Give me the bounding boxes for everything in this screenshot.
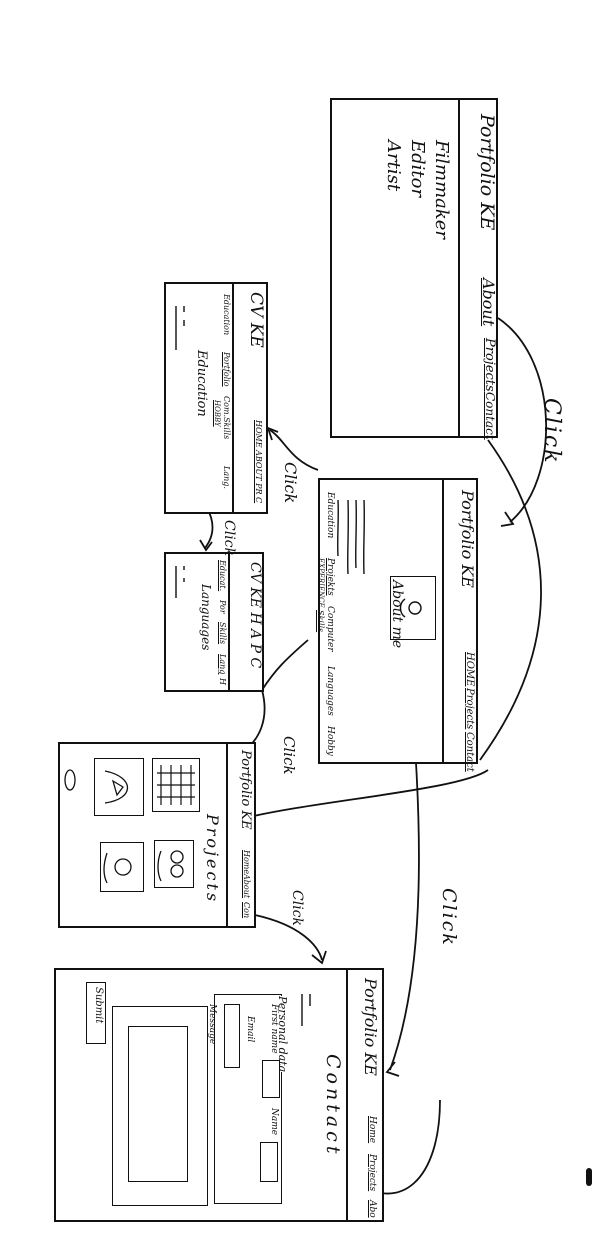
label-click-3: Click xyxy=(221,520,237,556)
project-thumb-4[interactable] xyxy=(100,842,144,892)
home-tagline-editor: Editor xyxy=(407,140,428,198)
name-input[interactable] xyxy=(260,1142,278,1182)
lang-title: Languages xyxy=(199,584,213,651)
film-strip-icon xyxy=(157,765,195,805)
project-thumb-2[interactable] xyxy=(94,758,144,816)
edge-mark xyxy=(586,1168,592,1186)
message-textarea[interactable] xyxy=(128,1026,188,1182)
arrow-home-to-about xyxy=(497,317,548,523)
projects-title: Projects xyxy=(203,814,222,905)
projects-brand[interactable]: Portfolio KE xyxy=(238,750,253,830)
screen-contact: Portfolio KE Home Projects Abo Contact P… xyxy=(54,968,384,1222)
screen-cv-languages: CV KE H A P C Educat. Por Skills Lang H … xyxy=(164,552,264,692)
lang-text-lines xyxy=(175,566,185,598)
about-section-hobby[interactable]: Hobby xyxy=(325,726,335,756)
cv-navbar-divider xyxy=(232,284,234,512)
label-click-2: Click xyxy=(281,462,300,504)
label-click-1: Click xyxy=(539,398,564,465)
contact-nav-projects[interactable]: Projects xyxy=(367,1154,377,1192)
projects-nav-contact[interactable]: Con xyxy=(242,902,251,919)
about-section-computer[interactable]: Computer xyxy=(325,606,335,652)
contact-nav-home[interactable]: Home xyxy=(367,1116,377,1144)
about-title: About me xyxy=(389,580,405,649)
contact-intro-lines xyxy=(301,994,311,1026)
screen-home: Portfolio KE About Projects Contact Film… xyxy=(330,98,498,440)
project-thumb-1[interactable] xyxy=(152,758,200,812)
about-nav-home[interactable]: HOME xyxy=(464,652,475,687)
label-click-4: Click xyxy=(280,736,298,775)
about-section-projekts[interactable]: Projekts xyxy=(325,558,335,596)
home-navbar-divider xyxy=(458,100,460,436)
about-section-languages[interactable]: Languages xyxy=(325,666,335,716)
people-icon xyxy=(157,850,184,882)
about-section-skills[interactable]: Skills xyxy=(316,610,325,633)
home-nav-contact[interactable]: Contact xyxy=(483,392,497,440)
contact-nav-about[interactable]: Abo xyxy=(367,1200,377,1218)
face-icon xyxy=(104,770,129,804)
about-avatar xyxy=(390,576,436,640)
projects-navbar-divider xyxy=(226,744,228,926)
projects-nav-about[interactable]: About xyxy=(242,874,251,899)
first-name-input[interactable] xyxy=(262,1060,280,1098)
about-section-education[interactable]: Education xyxy=(325,492,335,539)
arrow-home-to-projects xyxy=(479,439,542,761)
label-click-5: Click xyxy=(289,890,305,926)
contact-navbar-divider xyxy=(346,970,348,1220)
cv-brand[interactable]: CV KE xyxy=(246,292,266,348)
contact-brand[interactable]: Portfolio KE xyxy=(361,978,380,1076)
name-label: Name xyxy=(269,1108,279,1136)
submit-label: Submit xyxy=(93,987,104,1024)
arrow-lang-to-projects xyxy=(244,689,266,751)
lang-tab-lang[interactable]: Lang xyxy=(218,654,227,675)
home-brand[interactable]: Portfolio KE xyxy=(476,114,498,231)
home-nav-about[interactable]: About xyxy=(479,278,498,327)
home-tagline-artist: Artist xyxy=(383,140,404,192)
about-nav-projects[interactable]: Projects xyxy=(464,688,475,730)
about-navbar-divider xyxy=(442,480,444,762)
submit-button[interactable]: Submit xyxy=(86,982,106,1044)
email-label: Email xyxy=(245,1016,255,1043)
first-name-label: First name xyxy=(269,1004,279,1054)
cv-tab-lang[interactable]: Lang. xyxy=(222,466,231,489)
screen-about: Portfolio KE HOME Projects Contact About… xyxy=(316,478,478,772)
about-text-lines xyxy=(337,499,365,575)
label-click-6: Click xyxy=(438,888,460,947)
project-thumb-3[interactable] xyxy=(154,840,194,888)
email-input[interactable] xyxy=(224,1004,240,1068)
lang-tab-education[interactable]: Educat. xyxy=(218,560,227,592)
projects-scribble xyxy=(64,769,76,791)
home-nav-projects[interactable]: Projects xyxy=(482,338,497,392)
cv-tab-portfolio[interactable]: Portfolio xyxy=(222,352,231,387)
message-label: Message xyxy=(207,1004,217,1045)
about-brand[interactable]: Portfolio KE xyxy=(458,490,477,588)
arrow-projects-to-contact xyxy=(254,914,323,961)
home-tagline-filmmaker: Filmmaker xyxy=(431,140,452,240)
lang-tab-hobby[interactable]: H xyxy=(218,678,227,685)
cv-text-lines xyxy=(175,306,185,350)
lang-brand[interactable]: CV KE H A P C xyxy=(247,562,263,669)
screen-projects: Portfolio KE Home About Con Projects xyxy=(58,742,256,928)
cv-title: Education xyxy=(194,350,209,417)
about-section-experience[interactable]: EXPERIENCE xyxy=(317,558,325,608)
lang-tab-skills[interactable]: Skills xyxy=(218,622,227,645)
cv-tab-comskills[interactable]: Com.Skills xyxy=(222,396,231,440)
lang-navbar-divider xyxy=(228,554,230,690)
about-nav-contact[interactable]: Contact xyxy=(464,732,475,772)
cv-nav[interactable]: HOME ABOUT PR C xyxy=(254,420,263,504)
arrow-about-to-cv xyxy=(269,429,319,471)
screen-cv-education: CV KE HOME ABOUT PR C Education Portfoli… xyxy=(164,282,268,514)
cv-tab-education[interactable]: Education xyxy=(222,294,231,336)
lang-tab-portfolio[interactable]: Por xyxy=(218,600,227,614)
smiley-icon xyxy=(399,598,422,618)
person-icon xyxy=(103,852,132,884)
projects-nav-home[interactable]: Home xyxy=(242,850,251,875)
contact-title: Contact xyxy=(322,1054,344,1158)
cv-tab-hobby[interactable]: HOBBY xyxy=(213,400,221,427)
